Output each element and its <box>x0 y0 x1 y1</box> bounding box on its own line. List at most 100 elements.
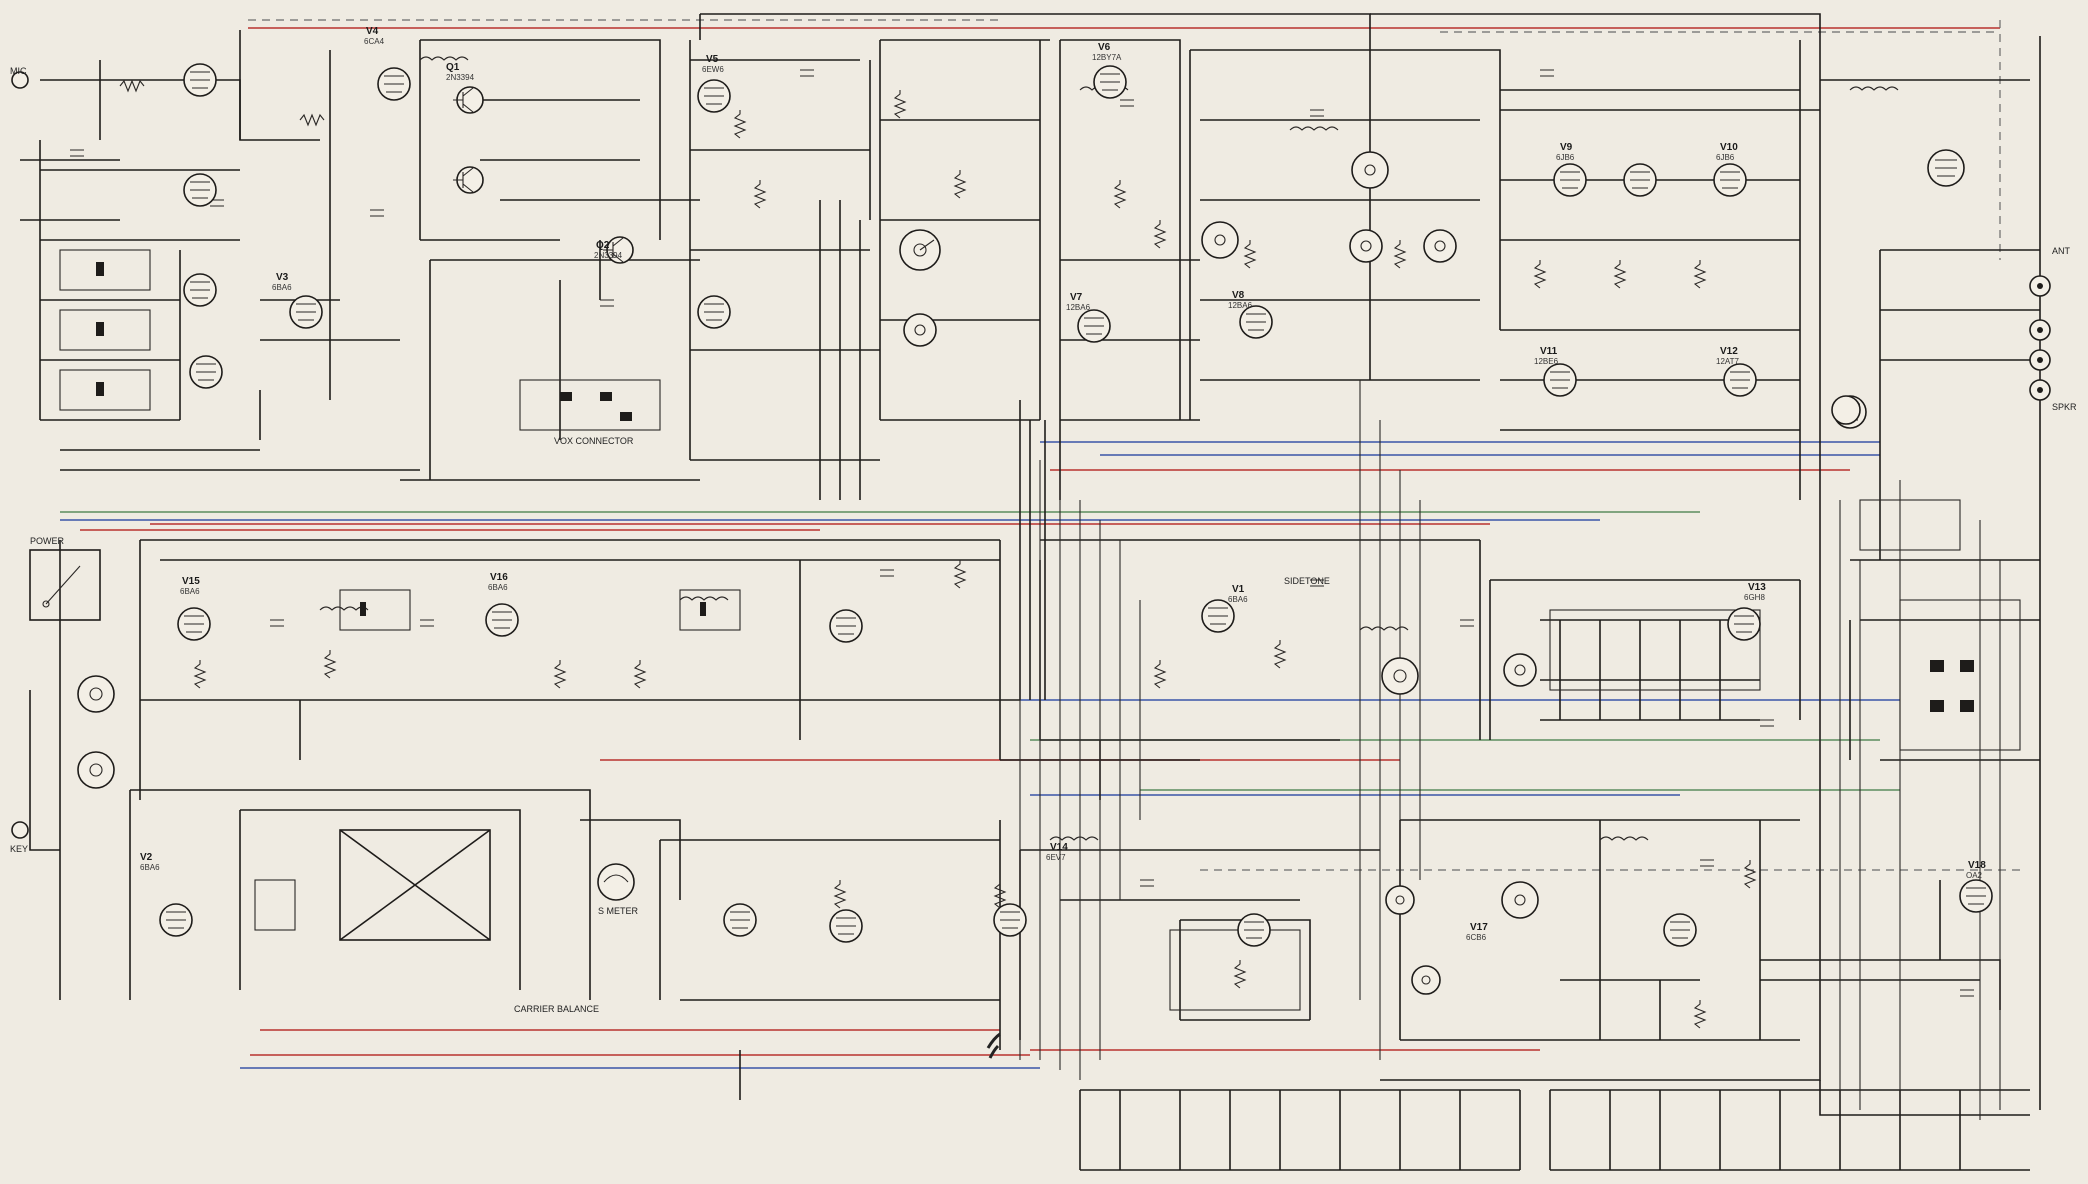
tube-v11-ref: V11 <box>1540 346 1558 357</box>
tube-v6-part: 12BY7A <box>1092 53 1122 62</box>
tube-v5-symbol <box>697 79 731 113</box>
rotary-switch-9 <box>1501 881 1539 919</box>
rotary-switch-5 <box>1349 229 1383 263</box>
tube-v22-symbol <box>829 909 863 943</box>
tube-v8-ref: V8 <box>1232 290 1245 301</box>
tube-v6-symbol <box>1093 65 1127 99</box>
transistors <box>453 86 634 264</box>
tube-v21-symbol <box>723 903 757 937</box>
tube-v4-part: 6CA4 <box>364 37 385 46</box>
tube-v9a-symbol <box>1553 163 1587 197</box>
tube-v23-symbol <box>993 903 1027 937</box>
tube-v4b-symbol <box>377 67 411 101</box>
rotary-switch-10 <box>1385 885 1415 915</box>
tube-v16-part: 6BA6 <box>488 583 508 592</box>
balanced-modulator <box>254 829 491 941</box>
transistor-q1-part: 2N3394 <box>446 73 475 82</box>
tube-v8-part: 12BA6 <box>1228 301 1253 310</box>
carrier-balance-label: CARRIER BALANCE <box>514 1004 599 1014</box>
tube-v13-ref: V13 <box>1748 582 1766 593</box>
tube-v1-ref: V1 <box>1232 584 1245 595</box>
tube-v26-symbol <box>1959 879 1993 913</box>
rotary-switch-12 <box>77 675 115 713</box>
rotary-switch-7 <box>1381 657 1419 695</box>
tube-v25-symbol <box>1663 913 1697 947</box>
rotary-switch-2 <box>903 313 937 347</box>
transistor-q2-ref: Q2 <box>596 240 610 251</box>
tube-v7-part: 12BA6 <box>1066 303 1091 312</box>
vox-connector-label: VOX CONNECTOR <box>554 436 634 446</box>
tube-v1-symbol <box>183 63 217 97</box>
transistor-q2-part: 2N3394 <box>594 251 623 260</box>
rotary-switch-8 <box>1503 653 1537 687</box>
power-bus-lines <box>60 19 2020 1069</box>
tube-v3-ref: V3 <box>276 272 289 283</box>
tube-v20-symbol <box>159 903 193 937</box>
tube-v10-ref: V10 <box>1720 142 1738 153</box>
key-label: KEY <box>10 844 28 854</box>
vacuum-tubes <box>159 63 1993 947</box>
tube-v11-symbol <box>1543 363 1577 397</box>
tube-v15-part: 6BA6 <box>180 587 200 596</box>
rotary-switch-13 <box>77 751 115 789</box>
transistor-q2-symbol <box>603 236 634 264</box>
tube-v14-part: 6EV7 <box>1046 853 1066 862</box>
pencil-mark <box>986 1032 1001 1059</box>
tube-v2-part: 6BA6 <box>140 863 160 872</box>
tube-v13-part: 6GH8 <box>1744 593 1765 602</box>
tube-v9-ref: V9 <box>1560 142 1573 153</box>
wiring <box>20 13 2041 1171</box>
tube-v17-ref: V17 <box>1470 922 1488 933</box>
rotary-switches <box>77 151 1539 995</box>
transistor-q1b-symbol <box>453 166 484 194</box>
if-transformer-blocks <box>59 249 2021 1011</box>
tube-v5-ref: V5 <box>706 54 719 65</box>
rotary-switch-6 <box>1423 229 1457 263</box>
rotary-switch-4 <box>1201 221 1239 259</box>
s-meter-label: S METER <box>598 906 639 916</box>
mic-label: MIC <box>10 66 27 76</box>
tube-v17-part: 6CB6 <box>1466 933 1487 942</box>
tube-v3-symbol <box>183 273 217 307</box>
tube-v8-symbol <box>1239 305 1273 339</box>
sidetone-label: SIDETONE <box>1284 576 1330 586</box>
tube-v12-ref: V12 <box>1720 346 1738 357</box>
tube-v18-ref: V18 <box>1968 860 1986 871</box>
tube-v14-ref: V14 <box>1050 842 1068 853</box>
tube-v3b-symbol <box>189 355 223 389</box>
tube-v1-part: 6BA6 <box>1228 595 1248 604</box>
passive-components <box>70 56 1974 1029</box>
tube-v10-part: 6JB6 <box>1716 153 1735 162</box>
tube-v7-symbol <box>1077 309 1111 343</box>
transistor-q1-symbol <box>453 86 484 114</box>
rotary-switch-3 <box>1351 151 1389 189</box>
tube-v2-ref: V2 <box>140 852 153 863</box>
tube-v15-ref: V15 <box>182 576 200 587</box>
tube-v6-ref: V6 <box>1098 42 1111 53</box>
tube-v9b-symbol <box>1623 163 1657 197</box>
tube-v12-symbol <box>1723 363 1757 397</box>
tube-v4-ref: V4 <box>366 26 379 37</box>
tube-v24-symbol <box>1237 913 1271 947</box>
tube-v4-symbol <box>289 295 323 329</box>
connectors <box>11 71 2051 839</box>
tube-v9-part: 6JB6 <box>1556 153 1575 162</box>
tube-v17-symbol <box>829 609 863 643</box>
rotary-switch-1 <box>899 229 941 271</box>
ant-label: ANT <box>2052 246 2071 256</box>
tube-v2-symbol <box>183 173 217 207</box>
tube-v16-symbol <box>485 603 519 637</box>
rotary-switch-11 <box>1411 965 1441 995</box>
spkr-label: SPKR <box>2052 402 2077 412</box>
s-meter-symbol <box>597 863 635 901</box>
tube-v3-part: 6BA6 <box>272 283 292 292</box>
tube-v18-part: OA2 <box>1966 871 1983 880</box>
power-switch <box>29 549 101 621</box>
tube-v16-ref: V16 <box>490 572 508 583</box>
power-label: POWER <box>30 536 65 546</box>
tube-v5-part: 6EW6 <box>702 65 724 74</box>
tube-v15-symbol <box>177 607 211 641</box>
tube-v27-symbol <box>1831 395 1861 425</box>
tube-v14-symbol <box>1927 149 1965 187</box>
